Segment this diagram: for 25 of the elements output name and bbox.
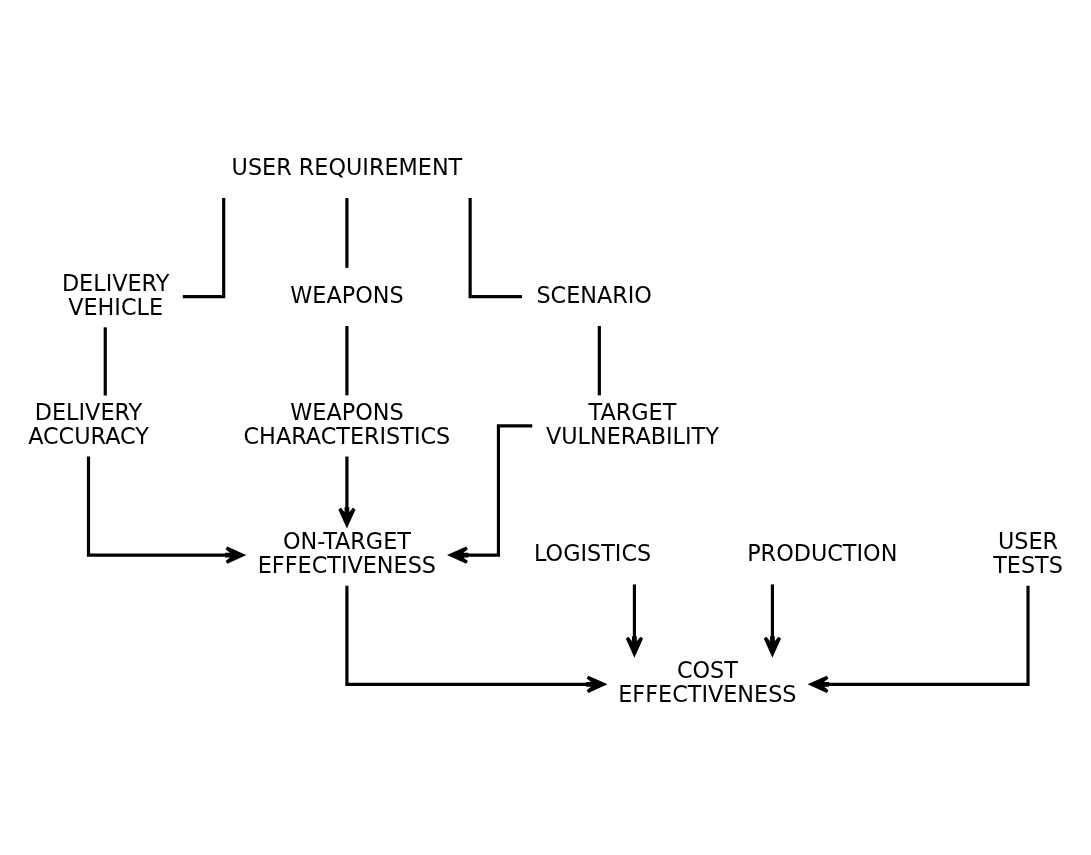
arrow [345,585,606,694]
node-text: USER REQUIREMENT [231,153,463,180]
node-text: SCENARIO [536,281,652,308]
connector [182,198,226,299]
node-text: COST EFFECTIVENESS [618,657,797,708]
arrow [449,424,533,564]
arrow [86,456,245,564]
connector [345,326,349,396]
arrow [625,584,644,656]
connector [597,326,601,396]
node-text: DELIVERY VEHICLE [61,269,170,320]
node-text: USER TESTS [993,528,1063,578]
connector [345,198,349,268]
node-text: TARGET VULNERABILITY [545,398,719,449]
node-text: PRODUCTION [747,540,898,567]
node-text: WEAPONS [290,281,404,308]
node-text: DELIVERY ACCURACY [28,398,149,449]
arrow [763,584,782,656]
arrow [338,456,356,527]
connector [468,198,522,299]
connector [103,327,107,396]
node-text: ON-TARGET EFFECTIVENESS [257,528,437,578]
node-text: LOGISTICS [533,540,652,567]
arrow [809,585,1030,694]
node-text: WEAPONS CHARACTERISTICS [243,398,451,449]
